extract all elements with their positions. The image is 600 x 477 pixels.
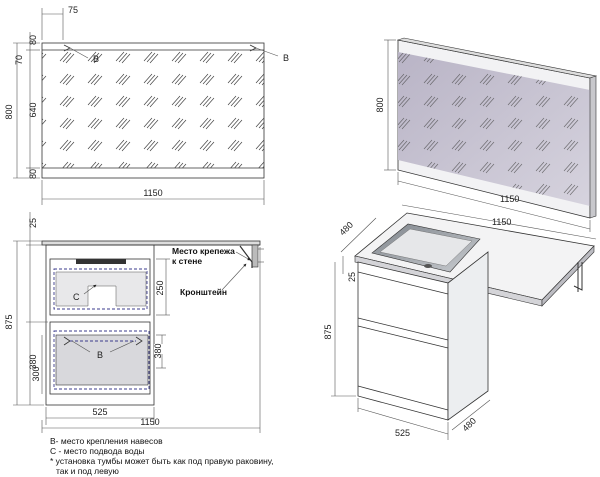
callout-mount-line1: Место крепежа (172, 246, 235, 256)
cabinet-front-view: C B Место крепежа к стене Кронштейн 875 … (4, 212, 264, 433)
iso-cabinet-side (447, 251, 489, 421)
dim-cab-height: 875 (4, 314, 14, 329)
sink-bowl (76, 259, 126, 264)
iso-bracket (573, 262, 583, 292)
bracket (239, 245, 253, 268)
lower-drawer-inner (55, 334, 149, 386)
dim-iso-mirror-height: 800 (375, 97, 385, 112)
lower-drawer (49, 321, 151, 395)
drawer-cutout (55, 271, 147, 307)
note-b: B- место крепления навесов (50, 436, 163, 446)
dim-cab-width: 525 (92, 407, 107, 417)
note-install: * установка тумбы может быть как под пра… (50, 456, 274, 466)
countertop-front (41, 240, 261, 246)
dim-upper: 70 (14, 55, 24, 65)
dim-iso-mirror-width: 1150 (500, 194, 519, 204)
mark-b-right: B (283, 53, 289, 63)
dim-right-lower: 380 (153, 343, 163, 358)
dim-cab-top-gap: 25 (28, 218, 38, 228)
callout-bracket: Кронштейн (180, 287, 227, 297)
note-install-cont: так и под левую (56, 466, 119, 476)
dim-iso-height: 875 (323, 324, 333, 339)
dim-lower-inner: 300 (31, 366, 41, 381)
dim-iso-top-gap: 25 (347, 272, 357, 282)
mirror-glass (42, 50, 264, 168)
dim-top-offset: 75 (68, 5, 78, 15)
dim-iso-depth-top: 480 (337, 220, 355, 238)
mark-b-left: B (93, 54, 99, 64)
wall-mount (251, 244, 259, 268)
dim-iso-bottom-width: 525 (395, 428, 410, 438)
mirror-front-view: B B 75 800 80 70 640 80 1150 (4, 5, 289, 205)
dim-bottom-band: 80 (28, 169, 38, 179)
dim-iso-bottom-depth: 480 (460, 416, 478, 434)
mark-c: C (73, 292, 80, 302)
callout-mount-line2: к стене (172, 256, 202, 266)
cabinet-body (45, 244, 155, 406)
dim-drawer-top: 250 (155, 280, 165, 295)
legend-notes: B- место крепления навесов C - место под… (50, 436, 274, 476)
upper-drawer-dashed (53, 268, 148, 310)
dim-mirror-width: 1150 (143, 188, 162, 198)
dim-top-band: 80 (28, 35, 38, 45)
dim-lower-outer: 380 (28, 354, 38, 369)
dim-glass-height: 640 (28, 102, 38, 117)
iso-sink-drain (424, 264, 432, 268)
lower-drawer-dashed (53, 330, 150, 390)
dim-total-width: 1150 (140, 417, 159, 427)
dim-iso-width-top: 1150 (492, 217, 511, 227)
mark-b: B (97, 350, 103, 360)
dim-mirror-height: 800 (4, 104, 14, 119)
mirror-iso-view: 800 1150 (375, 37, 598, 232)
cabinet-iso-view: 480 1150 25 875 525 480 (323, 204, 597, 440)
iso-cabinet-front (357, 261, 449, 421)
note-c: C - место подвода воды (50, 446, 145, 456)
